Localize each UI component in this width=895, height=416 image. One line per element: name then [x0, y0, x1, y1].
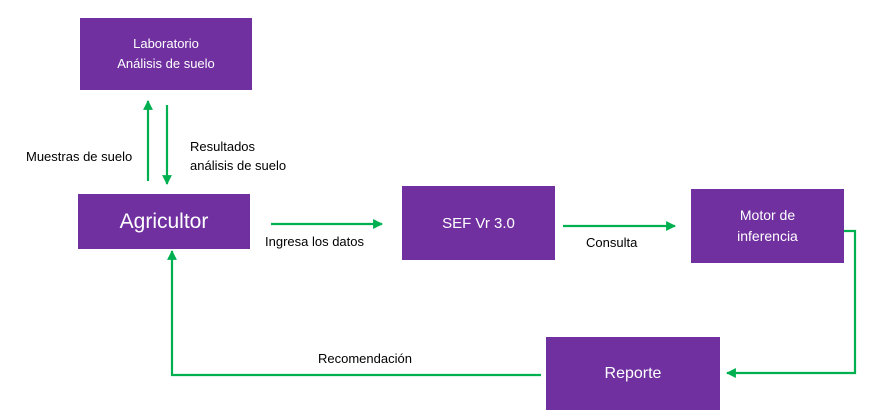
node-agricultor-label: Agricultor [119, 209, 209, 233]
label-resultados: Resultados análisis de suelo [190, 137, 286, 175]
label-resultados-line2: análisis de suelo [190, 158, 287, 173]
label-recomendacion-text: Recomendación [318, 351, 412, 366]
node-sef-label: SEF Vr 3.0 [442, 214, 515, 232]
arrow-motor-to-reporte [726, 229, 857, 378]
node-motor-line1: Motor de [739, 207, 796, 223]
label-consulta-text: Consulta [586, 235, 638, 250]
label-resultados-line1: Resultados [190, 139, 256, 154]
node-agricultor: Agricultor [78, 194, 250, 249]
node-motor-line2: inferencia [737, 228, 798, 244]
node-motor-inferencia: Motor de inferencia [691, 189, 844, 263]
node-reporte-label: Reporte [604, 364, 662, 382]
node-laboratorio: Laboratorio Análisis de suelo [80, 18, 252, 90]
label-recomendacion: Recomendación [318, 349, 412, 368]
node-laboratorio-line1: Laboratorio [133, 36, 199, 51]
arrow-reporte-to-agricultor [167, 250, 541, 377]
label-muestras-de-suelo: Muestras de suelo [26, 147, 132, 166]
node-reporte: Reporte [546, 337, 720, 410]
label-ingresa-text: Ingresa los datos [265, 234, 365, 249]
node-laboratorio-line2: Análisis de suelo [117, 56, 215, 71]
label-muestras-text: Muestras de suelo [26, 149, 133, 164]
label-ingresa-los-datos: Ingresa los datos [265, 232, 364, 251]
label-consulta: Consulta [586, 233, 637, 252]
node-sef: SEF Vr 3.0 [402, 186, 555, 260]
